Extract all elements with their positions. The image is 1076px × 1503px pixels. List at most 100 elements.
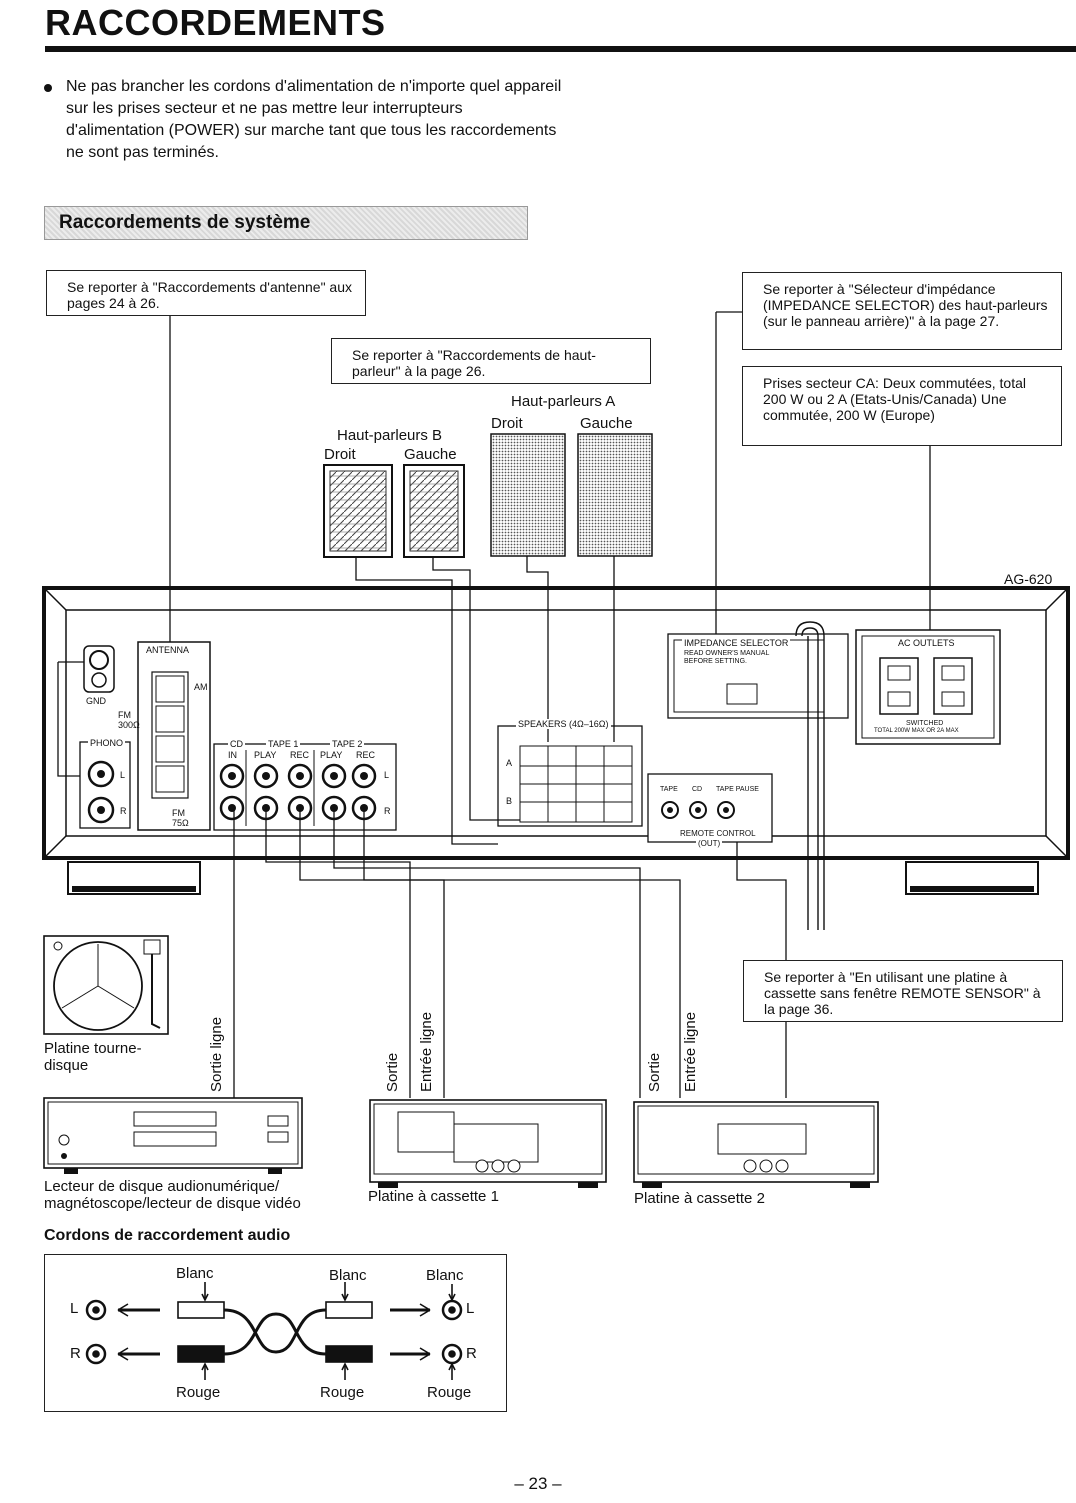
remote-cd-label: CD: [692, 786, 703, 793]
fm300-label: FM 300Ω: [118, 710, 140, 730]
speaker-terminals: [497, 725, 643, 827]
note-speaker-text: Se reporter à "Raccordements de haut-par…: [352, 347, 596, 379]
play2-label: PLAY: [320, 750, 343, 760]
cord-l-right: L: [466, 1300, 475, 1317]
rca-jack-pin: [360, 772, 368, 780]
speakers-b-right-label: Droit: [324, 446, 356, 463]
speakers-label: SPEAKERS (4Ω–16Ω): [516, 719, 611, 729]
note-antenna-text: Se reporter à "Raccordements d'antenne" …: [67, 279, 352, 311]
speakers-a-left-label: Gauche: [580, 415, 633, 432]
ac-outlets: [855, 629, 1001, 745]
phono-label: PHONO: [88, 738, 126, 748]
cord-r-left: R: [70, 1345, 81, 1362]
note-ac-text: Prises secteur CA: Deux commutées, total…: [763, 375, 1026, 423]
deck1-out-label: Sortie: [384, 1052, 401, 1092]
ac-outlets-label: AC OUTLETS: [896, 638, 957, 648]
bullet-icon: [44, 84, 52, 92]
cd-line-out-label: Sortie ligne: [208, 1016, 225, 1092]
cassette-deck-1: [369, 1099, 607, 1188]
cord-l-left: L: [70, 1300, 79, 1317]
speakers-b-terminal-label: B: [506, 796, 513, 806]
connection-lines: [57, 311, 931, 1098]
remote-tape-label: TAPE: [660, 786, 678, 793]
turntable-label: Platine tourne-disque: [44, 1040, 142, 1074]
jack-row: [219, 763, 377, 821]
in-label: IN: [228, 750, 237, 760]
section-header: Raccordements de système: [44, 206, 528, 240]
section-title: Raccordements de système: [59, 212, 311, 233]
gnd-terminal: [83, 645, 115, 693]
switched-label: SWITCHED: [906, 720, 944, 727]
cd-player-label: Lecteur de disque audionumérique/ magnét…: [44, 1178, 301, 1212]
intro-text: Ne pas brancher les cordons d'alimentati…: [66, 78, 562, 161]
gnd-label: GND: [86, 696, 106, 706]
rca-jack-pin: [228, 772, 236, 780]
note-remote: Se reporter à "En utilisant une platine …: [743, 960, 1063, 1022]
cd-label: CD: [228, 739, 245, 749]
rca-jack-pin: [262, 772, 270, 780]
am-label: AM: [194, 682, 208, 692]
cord-white-2: Blanc: [329, 1267, 367, 1284]
antenna-block: [137, 641, 211, 831]
cord-r-right: R: [466, 1345, 477, 1362]
note-impedance: Se reporter à "Sélecteur d'impédance (IM…: [742, 272, 1062, 350]
speakers-a-label: Haut-parleurs A: [511, 393, 616, 410]
speaker-b-left: [403, 464, 465, 558]
deck1-in-label: Entrée ligne: [418, 1011, 435, 1092]
cord-white-3: Blanc: [426, 1267, 464, 1284]
cords-box: [44, 1254, 507, 1412]
deck1-label: Platine à cassette 1: [368, 1188, 499, 1205]
phono-l-label: L: [120, 770, 126, 780]
page-title: RACCORDEMENTS: [45, 2, 386, 43]
note-remote-text: Se reporter à "En utilisant une platine …: [764, 969, 1041, 1017]
cord-red-2: Rouge: [320, 1384, 365, 1401]
page-number: – 23 –: [514, 1474, 562, 1493]
cd-player: [43, 1097, 303, 1174]
note-antenna: Se reporter à "Raccordements d'antenne" …: [46, 270, 366, 316]
tape2-label: TAPE 2: [330, 739, 365, 749]
speakers-b-label: Haut-parleurs B: [337, 427, 443, 444]
remote-control-label: REMOTE CONTROL: [678, 829, 758, 838]
line-r-label: R: [384, 806, 391, 816]
cords-title: Cordons de raccordement audio: [44, 1227, 291, 1244]
speaker-b-right: [323, 464, 393, 558]
title-rule: [45, 46, 1076, 52]
remote-out-label: (OUT): [696, 839, 723, 848]
cord-red-3: Rouge: [427, 1384, 472, 1401]
impedance-sub1: READ OWNER'S MANUAL: [684, 650, 770, 657]
impedance-title: IMPEDANCE SELECTOR: [682, 638, 791, 648]
note-speaker: Se reporter à "Raccordements de haut-par…: [331, 338, 651, 384]
rca-jack-pin: [296, 772, 304, 780]
audio-cord-figure: [85, 1282, 463, 1380]
cord-red-1: Rouge: [176, 1384, 221, 1401]
deck2-out-label: Sortie: [646, 1052, 663, 1092]
speakers-b-left-label: Gauche: [404, 446, 457, 463]
switched-sub-label: TOTAL 200W MAX OR 2A MAX: [874, 728, 959, 734]
phono-r-label: R: [120, 806, 127, 816]
note-impedance-text: Se reporter à "Sélecteur d'impédance (IM…: [763, 281, 1048, 329]
speakers-a-terminal-label: A: [506, 758, 513, 768]
phono-jacks: [79, 741, 131, 829]
power-cord: [795, 621, 825, 930]
turntable: [43, 935, 169, 1035]
play1-label: PLAY: [254, 750, 277, 760]
deck2-in-label: Entrée ligne: [682, 1011, 699, 1092]
rca-jack-pin: [228, 804, 236, 812]
speaker-a-right: [490, 433, 566, 557]
cassette-deck-2: [633, 1101, 879, 1188]
antenna-label: ANTENNA: [146, 645, 190, 655]
speakers-a-right-label: Droit: [491, 415, 523, 432]
line-l-label: L: [384, 770, 390, 780]
note-ac: Prises secteur CA: Deux commutées, total…: [742, 366, 1062, 446]
fm75-label: FM 75Ω: [172, 808, 189, 828]
rec2-label: REC: [356, 750, 376, 760]
model-label: AG-620: [1004, 571, 1053, 587]
impedance-sub2: BEFORE SETTING.: [684, 658, 748, 665]
rca-jack-pin: [330, 772, 338, 780]
tape1-label: TAPE 1: [266, 739, 301, 749]
rec1-label: REC: [290, 750, 310, 760]
speaker-a-left: [577, 433, 653, 557]
cord-white-1: Blanc: [176, 1265, 214, 1282]
remote-pause-label: TAPE PAUSE: [716, 786, 759, 793]
